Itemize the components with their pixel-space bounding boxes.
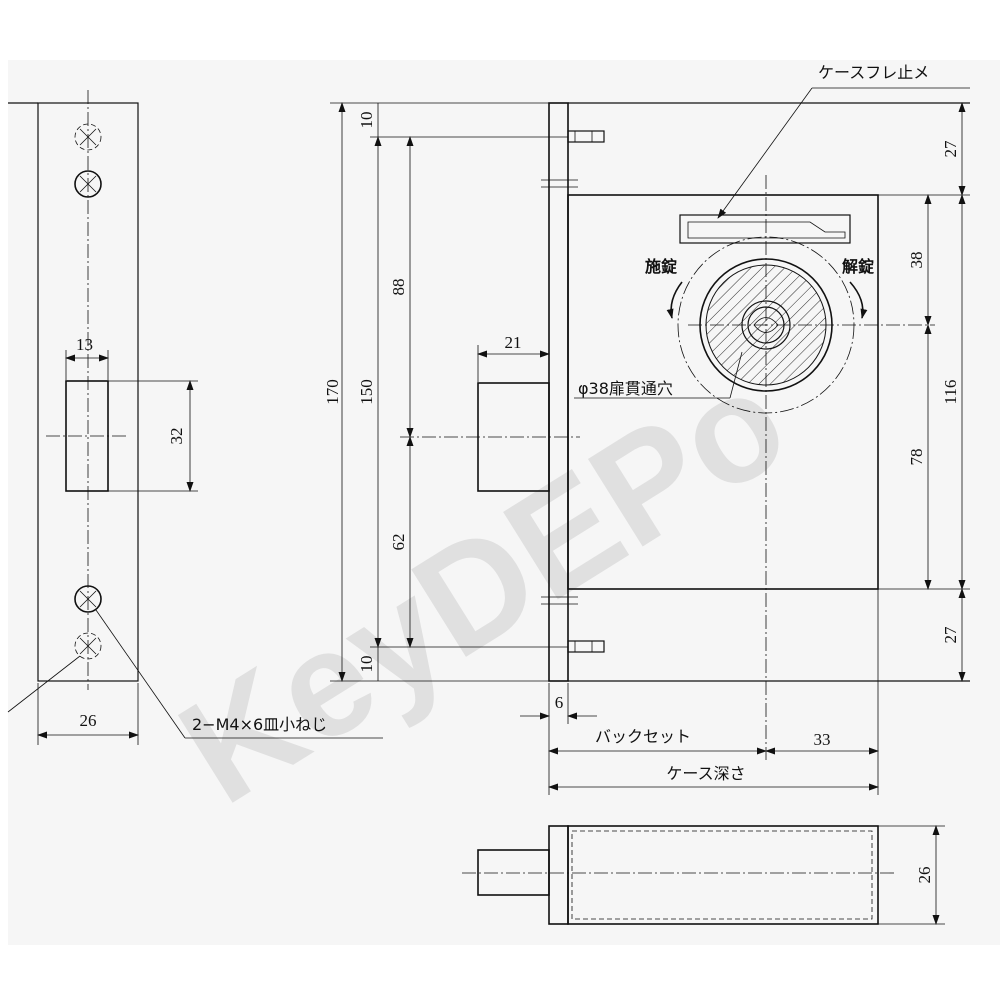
screw-hole-icon [74, 585, 102, 613]
dim-right-top: 27 [941, 140, 960, 158]
screw-stud-top [567, 130, 605, 143]
dim-strike-height: 32 [167, 428, 186, 445]
dim-backset-to-back: 33 [814, 730, 831, 749]
face-thickness-dimension [520, 683, 597, 724]
label-case-depth: ケース深さ [666, 764, 745, 783]
dim-lower-to-center: 62 [389, 534, 408, 551]
screw-note: 2−M4×6皿小ねじ [192, 715, 327, 734]
label-backset: バックセット [595, 727, 691, 746]
screw-stud-bottom [567, 640, 605, 653]
bolt-throw-dimension [477, 345, 550, 382]
dim-case-height: 150 [357, 379, 376, 405]
dim-right-cyl-top: 38 [907, 252, 926, 269]
faceplate-front-view [7, 90, 383, 745]
depth-dimensions [548, 589, 879, 795]
dim-top-margin: 10 [357, 112, 376, 129]
dim-right-bottom: 27 [941, 626, 960, 644]
label-case-swing-stopper: ケースフレ止メ [818, 63, 929, 82]
vertical-dimensions-right [878, 102, 970, 682]
case-swing-stopper [679, 214, 851, 244]
dim-right-cyl-bottom: 78 [907, 449, 926, 466]
label-lock: 施錠 [645, 257, 677, 276]
dim-face-thickness: 6 [555, 693, 564, 712]
lock-arrow-icon [666, 281, 683, 319]
dim-upper-to-center: 88 [389, 279, 408, 296]
label-unlock: 解錠 [842, 257, 874, 276]
dim-right-case-inner: 116 [941, 380, 960, 405]
lock-side-view [400, 87, 970, 760]
unlock-arrow-icon [849, 281, 868, 319]
dim-face-width: 26 [80, 711, 97, 730]
dim-overall-height: 170 [323, 379, 342, 405]
vertical-dimensions-left [330, 102, 568, 682]
svg-text:KeyDEPo: KeyDEPo [152, 335, 814, 835]
drawing-background [8, 60, 1000, 945]
label-through-hole: φ38扉貫通穴 [578, 379, 673, 398]
watermark: KeyDEPo [152, 335, 814, 835]
screw-hole-icon [74, 170, 102, 198]
lock-bottom-view [462, 825, 945, 925]
dim-bottom-depth: 26 [915, 867, 934, 884]
dim-strike-width: 13 [76, 335, 93, 354]
dim-bolt-throw: 21 [505, 333, 522, 352]
dim-bottom-margin: 10 [357, 656, 376, 673]
